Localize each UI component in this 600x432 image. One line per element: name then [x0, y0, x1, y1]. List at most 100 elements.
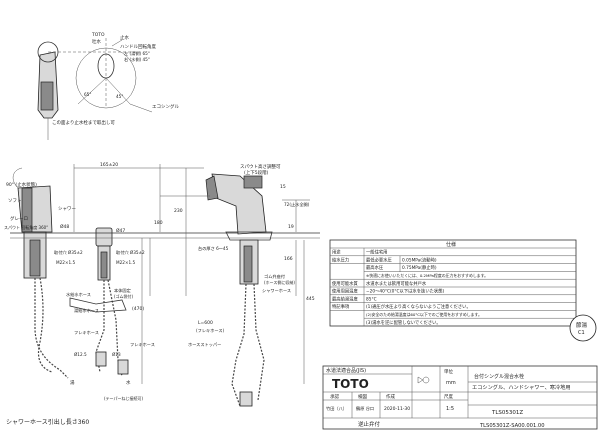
stamp-line1: 節湯: [576, 321, 588, 329]
spec-table-border: [329, 239, 577, 327]
top-view: TOTO 吐水 止水 ハンドル回転角度 左 (湯側) 65° 右 (水側) 45…: [37, 32, 179, 140]
label-recess-note: この面より止水栓まで取出し可: [52, 119, 115, 126]
label-dim-19: 19: [288, 224, 294, 230]
mid-handle: [95, 227, 113, 247]
mid-shank-shade: [100, 251, 108, 279]
angle-line-l: [77, 77, 107, 105]
label-hose-stopper: ホースストッパー: [188, 342, 221, 347]
lever-arc: [12, 167, 23, 189]
stop-valve-r: [117, 359, 129, 375]
tb-unit-label: 単位: [444, 368, 453, 375]
label-dim-166: 166: [284, 256, 293, 262]
label-dim-180: 180: [154, 220, 163, 226]
right-hose-b: [253, 283, 265, 401]
projection-symbol-circle: [422, 376, 430, 384]
label-counter-thk: 台の厚さ 6〜45: [198, 245, 229, 252]
eco-leader: [129, 103, 153, 113]
projection-symbol-cone: [417, 376, 424, 384]
label-shisui: 止水: [120, 34, 129, 41]
spec-value: 85°C: [366, 296, 377, 302]
spec-value: (2)安全のため給湯温度は60°C以下でのご使用をおすすめします。: [366, 312, 482, 317]
label-gomu-bukuro: (ゴム袋付): [114, 293, 134, 299]
left-hose: [34, 278, 69, 379]
label-main-fix: 本体固定: [114, 287, 131, 294]
spec-key: 用途: [332, 249, 341, 256]
label-hot-hose: 湯給水ホース: [74, 307, 99, 314]
tb-date: 2020-11-30: [384, 406, 410, 412]
label-fix-hole-a: 取付穴 Ø35±2: [54, 249, 83, 256]
spec-value: (3)湯水を逆に配管しないでください。: [366, 319, 441, 326]
label-hot: 湯: [70, 379, 75, 386]
side-view: 165±20 スパウト高さ調整可 (上下5段階) 15 72(止水全開) 90°…: [4, 162, 320, 426]
label-angle-90: 90° (止水状態): [6, 181, 37, 188]
label-dim-45: 45°: [116, 94, 123, 99]
label-handle-angle: ハンドル回転角度: [120, 43, 156, 50]
top-body-shade: [40, 81, 54, 111]
label-m22-b: M22×1.5: [116, 260, 135, 265]
label-phi13: Ø13: [112, 352, 121, 357]
tb-scale-label: 尺度: [444, 393, 453, 400]
spec-subkey: 最高水圧: [366, 264, 384, 271]
tb-check-name: 鶴原 谷口: [356, 405, 374, 412]
title-block-border: [322, 365, 598, 430]
label-tosen: 吐水: [92, 38, 101, 45]
label-dim-72: 72(止水全開): [284, 201, 310, 208]
spec-value: 一般住宅用: [366, 249, 387, 256]
tb-brand: TOTO: [332, 377, 369, 391]
left-shank-shade: [29, 239, 41, 277]
label-dim-15: 15: [280, 184, 286, 190]
label-phi48: Ø48: [60, 223, 69, 230]
label-flex-hose-2: フレキホース: [130, 342, 155, 347]
right-spout-head: [205, 175, 219, 201]
stamp-line2: C1: [578, 330, 585, 336]
stop-valve-l: [95, 351, 107, 367]
label-spout-adj: スパウト高さ調整可: [240, 163, 281, 170]
tb-drawing-no: TLS05301Z-SA00.001.00: [479, 423, 545, 429]
label-dim-470: (470): [132, 306, 144, 312]
tb-col-made: 作成: [386, 393, 395, 400]
tb-model: TLS05301Z: [491, 410, 523, 416]
spec-value: −20〜40°C(0°C以下は水を抜いた状態): [366, 288, 445, 295]
tb-part: 逆止弁付: [358, 420, 381, 428]
title-block: 水道法適合品(JIS) TOTO 単位 mm 台付シングル混合水栓 エコシングル…: [322, 365, 598, 430]
label-dim-230: 230: [174, 208, 183, 214]
spec-key: 給水圧力: [332, 256, 349, 263]
label-phi125: Ø12.5: [74, 352, 87, 357]
spec-key: 使用可能水質: [332, 280, 358, 287]
label-rubber-valve: ゴム弁座付: [264, 273, 285, 280]
tb-scale: 1:5: [446, 406, 454, 412]
tb-approve-name: 竹田（八）: [326, 405, 347, 412]
label-gray-lock: グレーロ: [10, 215, 28, 222]
label-l600: L=600: [198, 320, 213, 326]
spec-subkey: 最低必要水圧: [366, 256, 392, 263]
label-spout-rotate: スパウト 回転角度 360°: [4, 224, 48, 230]
spec-key: 使用周囲温度: [332, 288, 358, 295]
angle-line-r: [105, 77, 131, 105]
mid-hose: [95, 280, 105, 373]
tb-product-desc: エコシングル、ハンドシャワー、寒冷地用: [472, 383, 571, 391]
tb-unit: mm: [446, 380, 456, 386]
tb-product-line: 台付シングル混合水栓: [474, 373, 524, 380]
connector-fitting: [69, 297, 127, 313]
right-base: [225, 231, 273, 241]
label-soft: ソフト: [8, 198, 22, 204]
label-m22-a: M22×1.5: [56, 260, 75, 265]
shisui-leader: [111, 39, 123, 47]
label-fix-hole-b: 取付穴 Ø35±2: [116, 249, 145, 256]
hose-stopper: [239, 391, 253, 407]
stamp-circle: [569, 314, 597, 342]
label-shower-hose: シャワーホース: [262, 288, 291, 293]
label-handle-angle-r: 右 (水側) 45°: [124, 56, 150, 63]
label-water: 水: [126, 379, 131, 386]
label-dim-top: 165±20: [100, 162, 118, 168]
label-hose-length: シャワーホース引出し長さ360: [6, 418, 89, 426]
label-taper-note: (テーパーねじ接続可): [104, 395, 144, 401]
spec-value: 0.05MPa(流動時): [402, 256, 437, 263]
label-phi47: Ø47: [116, 227, 125, 234]
spec-value: 0.75MPa(静止時): [402, 264, 437, 271]
setsuyu-stamp: 節湯 C1: [569, 314, 597, 342]
